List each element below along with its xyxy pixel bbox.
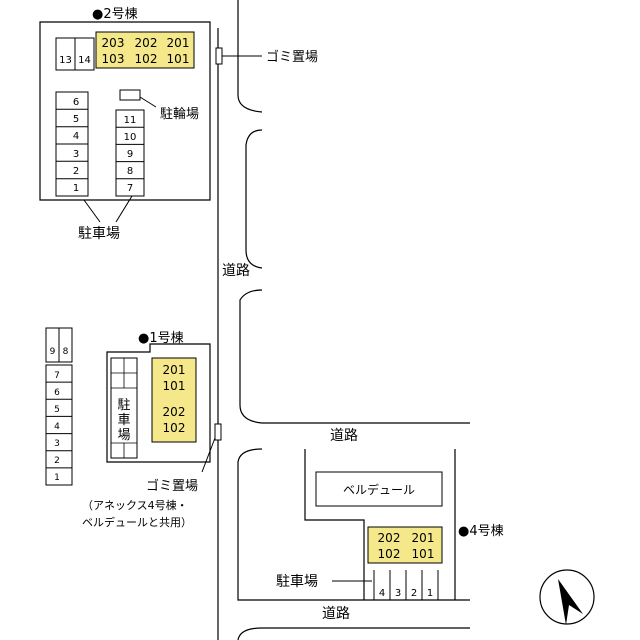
unit-1-201: 201 [163,363,186,377]
building-4-block: ベルデュール 202 201 102 101 ●4号棟 4 3 2 1 駐車場 [276,449,504,600]
unit-4-101: 101 [412,547,435,561]
unit-201: 201 [167,36,190,50]
parking-space-4-4: 4 [379,588,385,599]
road-label-3: 道路 [322,606,350,622]
shared-note-line-2: ベルデュールと共用） [82,515,192,529]
unit-1-202: 202 [163,405,186,419]
parking-space-left-3: 3 [54,439,60,449]
parking-space-14: 14 [78,55,91,66]
building-1-block: ●1号棟 駐 車 場 201 101 202 102 ゴミ置場 （アネックス4号… [82,331,222,529]
road-edge-bottom [237,627,263,640]
building-1-site-outline [106,343,211,463]
garbage-label-1: ゴミ置場 [146,478,198,494]
parking-space-left-8: 8 [63,347,69,357]
building-2-units: 203 202 201 103 102 101 [95,31,195,69]
parking-left: 9 8 7 6 5 4 3 2 1 [45,327,73,486]
parking-4: 4 3 2 1 [373,570,439,600]
parking-2-left: 6 5 4 3 2 1 [55,91,89,197]
building-2-unit-box [95,31,195,69]
parking-space-left-4: 4 [54,422,60,432]
parking-space-4-3: 3 [395,588,401,599]
unit-4-102: 102 [378,547,401,561]
parking-label-2: 駐車場 [78,225,120,242]
building-2-label: ●2号棟 [92,7,138,22]
unit-203: 203 [102,36,125,50]
unit-1-102: 102 [163,421,186,435]
building-4-site-outline [304,449,365,600]
unit-4-202: 202 [378,531,401,545]
unit-4-201: 201 [412,531,435,545]
shared-note-line-1: （アネックス4号棟・ [82,498,188,512]
road-edge-main-right-mid [245,129,263,269]
road-label-2: 道路 [330,428,358,444]
parking-1-char-1: 駐 [117,398,130,413]
garbage-bin-2 [215,47,223,65]
parking-space-left-5: 5 [54,405,60,415]
unit-1-101: 101 [163,379,186,393]
parking-space-left-9: 9 [50,347,56,357]
parking-space-4-1: 1 [427,588,433,599]
parking-2-top: 13 14 [55,37,95,71]
parking-space-5: 5 [73,114,79,125]
parking-1-char-3: 場 [117,428,130,443]
parking-space-left-2: 2 [54,456,60,466]
unit-202: 202 [135,36,158,50]
parking-1-char-2: 車 [117,413,130,428]
road-edge-main-right-lower [239,289,470,424]
garbage-label-2: ゴミ置場 [266,49,318,65]
parking-space-13: 13 [59,55,72,66]
parking-space-left-7: 7 [54,371,60,381]
parking-space-1: 1 [73,183,79,194]
parking-label-4: 駐車場 [276,573,318,590]
parking-space-6: 6 [73,97,79,108]
road-label-1: 道路 [222,263,250,279]
parking-space-9: 9 [127,149,133,160]
building-2-site-outline [39,21,211,201]
parking-space-left-6: 6 [54,388,60,398]
building-1-label: ●1号棟 [138,331,184,346]
building-2-block: ●2号棟 13 14 203 202 201 103 102 101 ゴミ置場 … [39,7,318,242]
parking-space-left-1: 1 [54,473,60,483]
unit-101: 101 [167,52,190,66]
parking-2-right: 11 10 9 8 7 [115,109,145,197]
bicycle-parking [119,89,141,101]
road-edge-mid-bottom [237,448,470,601]
parking-space-3: 3 [73,149,79,160]
parking-space-4-2: 2 [411,588,417,599]
bicycle-parking-label: 駐輪場 [160,106,199,122]
belle-label: ベルデュール [343,482,415,497]
parking-space-8: 8 [127,166,133,177]
north-arrow-icon [539,569,595,625]
garbage-bin-1 [214,423,222,441]
roads [217,0,470,640]
parking-space-11: 11 [124,115,137,126]
parking-space-2: 2 [73,166,79,177]
building-4-unit-box [367,526,443,564]
parking-space-10: 10 [124,132,137,143]
belle-building [315,471,443,507]
unit-102: 102 [135,52,158,66]
building-1-unit-box [151,357,197,443]
unit-103: 103 [102,52,125,66]
road-edge-main-right-upper [237,0,263,113]
building-4-label: ●4号棟 [458,524,504,539]
parking-space-7: 7 [127,183,133,194]
parking-space-4: 4 [73,131,79,142]
